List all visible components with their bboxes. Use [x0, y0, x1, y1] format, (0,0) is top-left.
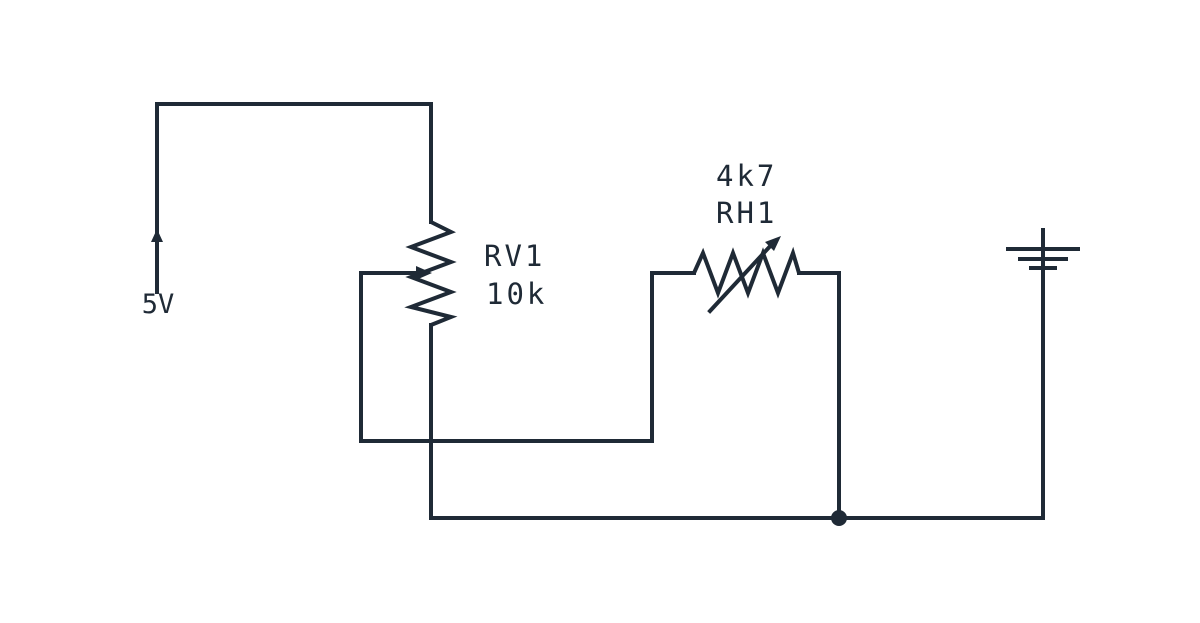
rh1-value-label: 4k7	[716, 159, 777, 193]
wire-rh1-to-node	[797, 271, 841, 520]
wiper-arrow-icon	[416, 266, 432, 280]
rheostat-zigzag	[692, 246, 801, 299]
wire-supply-to-rv1	[155, 102, 433, 242]
source-label: 5V	[142, 289, 175, 320]
voltage-source-5v: 5V	[142, 229, 175, 320]
wire-rv1-to-node	[429, 323, 841, 520]
variable-arrow-icon	[765, 236, 781, 251]
ground-icon	[1006, 247, 1080, 270]
variable-arrow-shaft	[707, 239, 777, 314]
potentiometer-zigzag	[404, 220, 458, 327]
rh1-ref-label: RH1	[716, 196, 777, 230]
wire-wiper-to-rh1	[359, 271, 696, 443]
wire-node-to-ground	[837, 228, 1045, 520]
rheostat-rh1: 4k7 RH1	[692, 159, 801, 314]
potentiometer-rv1: RV1 10k	[359, 220, 547, 327]
rv1-ref-label: RV1	[484, 239, 545, 273]
rv1-value-label: 10k	[486, 277, 547, 311]
